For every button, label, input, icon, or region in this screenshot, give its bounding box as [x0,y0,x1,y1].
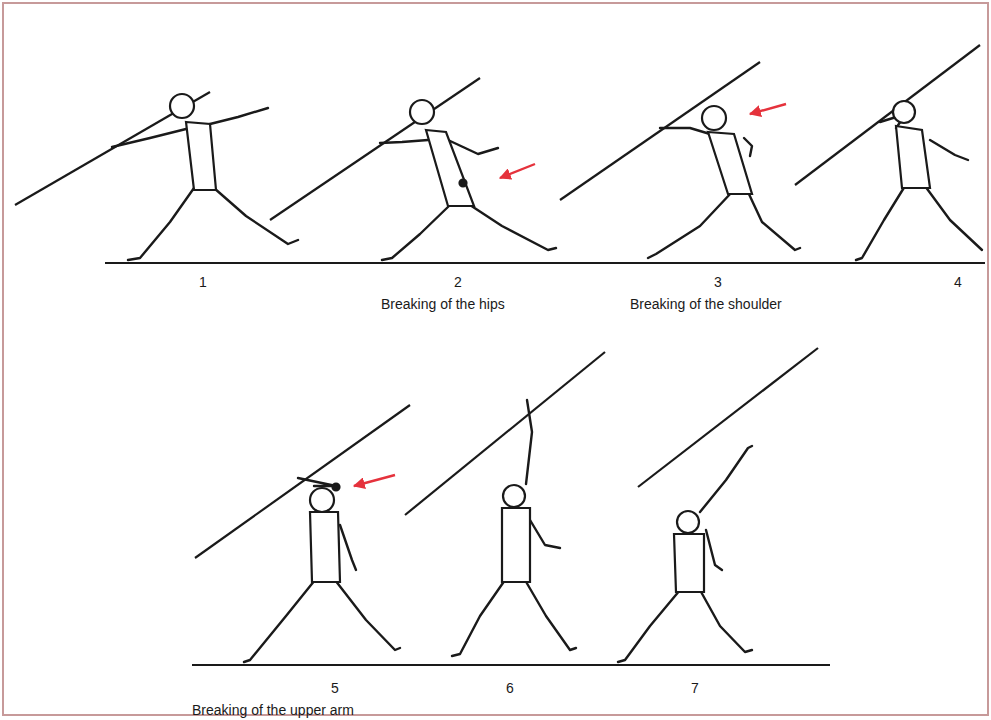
torso [896,126,930,188]
athlete-figure [380,100,556,260]
free-arm [340,525,356,570]
free-arm [706,530,722,570]
phase-caption: Breaking of the shoulder [630,296,782,312]
frame-number: 6 [506,680,514,696]
torso [426,130,474,206]
free-arm [530,520,560,548]
head [702,106,726,130]
frame-number: 2 [454,274,462,290]
head [503,485,525,507]
rear-leg [128,188,194,260]
throwing-arm [700,446,752,512]
rear-leg [382,205,450,260]
head [310,488,334,512]
torso [310,512,340,582]
front-leg [470,205,556,250]
rear-leg [452,580,505,656]
free-arm [930,140,968,160]
rear-leg [648,192,732,258]
athlete-figure [618,446,752,662]
front-leg [925,186,982,250]
red-arrow [750,104,786,114]
phase-caption: Breaking of the hips [381,296,505,312]
javelin [405,352,605,515]
throwing-arm [380,140,428,143]
frame-border [3,3,988,715]
athlete-figure [112,94,298,260]
frame-number: 7 [691,680,699,696]
front-leg [525,580,576,650]
rear-leg [244,580,315,662]
hip-point [460,180,467,187]
frame-number: 3 [714,274,722,290]
rear-leg [856,186,905,260]
head [677,511,699,533]
head [170,94,194,118]
torso [708,132,752,194]
javelin [270,78,480,220]
torso [186,122,216,190]
torso [674,534,704,592]
javelin [560,62,760,200]
frame-number: 1 [199,274,207,290]
torso [502,508,530,582]
front-leg [214,188,298,244]
head [410,100,434,124]
free-arm [448,140,498,154]
javelin [795,45,980,185]
ground-line [105,262,985,264]
athlete-figure [648,106,800,258]
throwing-arm [112,128,190,147]
elbow-point [333,484,340,491]
javelin [195,405,410,558]
free-arm [206,108,268,125]
athlete-figure [856,101,982,260]
rear-leg [618,590,680,662]
front-leg [748,192,800,250]
throwing-arm [660,128,710,134]
head [893,101,915,123]
front-leg [700,590,752,652]
frame-number: 5 [331,680,339,696]
phase-caption: Breaking of the upper arm [192,702,354,718]
red-arrow [500,164,535,178]
throwing-arm [298,478,336,486]
athlete-figure [244,478,400,662]
javelin [638,348,818,487]
red-arrow [354,475,395,486]
free-arm [744,138,752,156]
javelin [15,92,210,205]
front-leg [335,580,400,650]
ground-line [192,664,830,666]
athlete-figure [452,400,576,656]
frame-number: 4 [954,274,962,290]
throwing-arm [526,400,532,484]
